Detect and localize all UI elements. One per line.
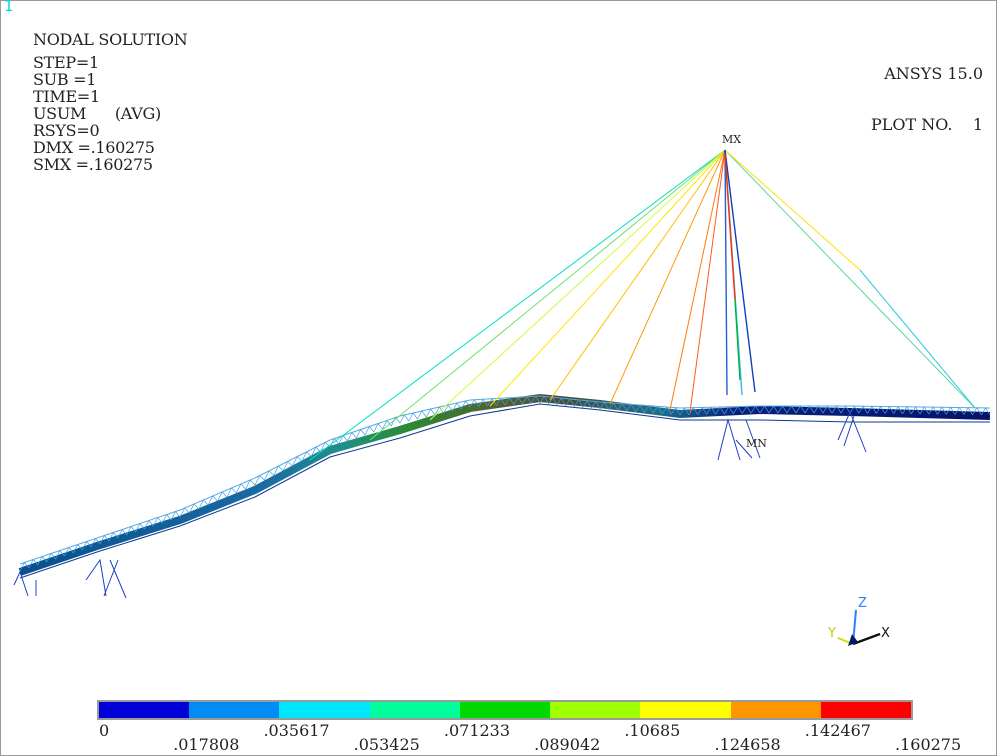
info-rsys: RSYS=0 [33,121,100,140]
deck-truss [18,393,991,579]
legend-label: .071233 [443,721,511,740]
ansys-version-block: ANSYS 15.0 PLOT NO. 1 [871,31,983,150]
legend-segment [369,702,460,718]
ansys-version: ANSYS 15.0 [884,64,983,83]
solution-info: NODAL SOLUTION STEP=1 SUB =1 TIME=1 USUM… [33,30,188,174]
legend-segment [820,702,911,718]
truss-diagonals [19,395,991,572]
info-time: TIME=1 [33,87,100,106]
legend-label: .089042 [534,735,601,754]
legend-label: .053425 [353,735,420,754]
min-marker: MN [746,437,767,450]
axis-y-label: Y [828,626,836,641]
legend-segment [640,702,731,718]
legend-label: .124658 [714,735,781,754]
legend-label: .142467 [804,721,871,740]
legend-label: 0 [99,721,110,740]
stay-cables [309,149,976,461]
legend-label: .035617 [263,721,330,740]
info-usum: USUM (AVG) [33,104,161,123]
info-dmx: DMX =.160275 [33,138,155,157]
window-number: 1 [4,0,14,15]
deck-truss-zigzag [19,395,991,572]
piers [13,410,867,599]
plot-number: PLOT NO. 1 [870,115,983,134]
legend-label: .160275 [895,735,962,754]
info-smx: SMX =.160275 [33,155,153,174]
max-marker: MX [722,133,742,146]
legend-segment [279,702,370,718]
legend-segment [459,702,551,718]
legend-segment [189,702,280,718]
bridge-model-view[interactable] [0,0,997,700]
axis-z-label: Z [858,596,867,611]
legend-segment [99,702,190,718]
info-sub: SUB =1 [33,70,97,89]
pylon [724,149,756,396]
legend-label: .017808 [173,735,240,754]
axis-x-label: X [881,626,890,641]
contour-legend-bar [97,700,913,720]
coordinate-triad [837,609,881,646]
plot-title: NODAL SOLUTION [33,30,188,49]
info-step: STEP=1 [33,53,99,72]
legend-label: .10685 [624,721,681,740]
legend-segment [550,702,641,718]
legend-segment [730,702,821,718]
